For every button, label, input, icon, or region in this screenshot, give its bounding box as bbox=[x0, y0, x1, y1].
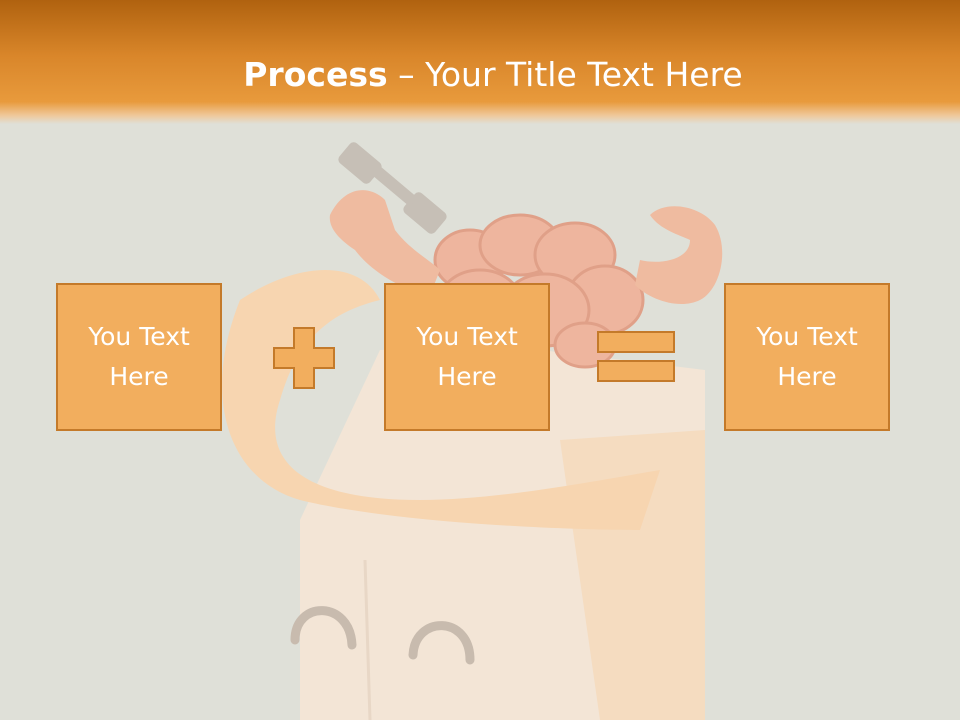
equals-icon bbox=[597, 331, 675, 382]
text-box-1-label: You Text Here bbox=[88, 322, 190, 391]
text-box-3-label: You Text Here bbox=[756, 322, 858, 391]
left-eye bbox=[290, 606, 357, 650]
text-box-2-label: You Text Here bbox=[416, 322, 518, 391]
left-flex-arm bbox=[329, 190, 440, 295]
dumbbell-icon bbox=[338, 142, 447, 234]
nose-line bbox=[363, 559, 372, 720]
text-box-1[interactable]: You Text Here bbox=[56, 283, 222, 431]
arm-shape bbox=[222, 270, 660, 530]
text-box-2[interactable]: You Text Here bbox=[384, 283, 550, 431]
title-rest: Your Title Text Here bbox=[425, 55, 743, 94]
slide-title[interactable]: Process – Your Title Text Here bbox=[0, 52, 960, 98]
title-bar bbox=[0, 0, 960, 124]
plus-icon bbox=[273, 327, 335, 389]
title-dash: – bbox=[387, 55, 426, 94]
right-flex-arm bbox=[635, 206, 723, 305]
text-box-3[interactable]: You Text Here bbox=[724, 283, 890, 431]
right-eye bbox=[408, 621, 475, 665]
title-bold-part: Process bbox=[243, 55, 388, 94]
